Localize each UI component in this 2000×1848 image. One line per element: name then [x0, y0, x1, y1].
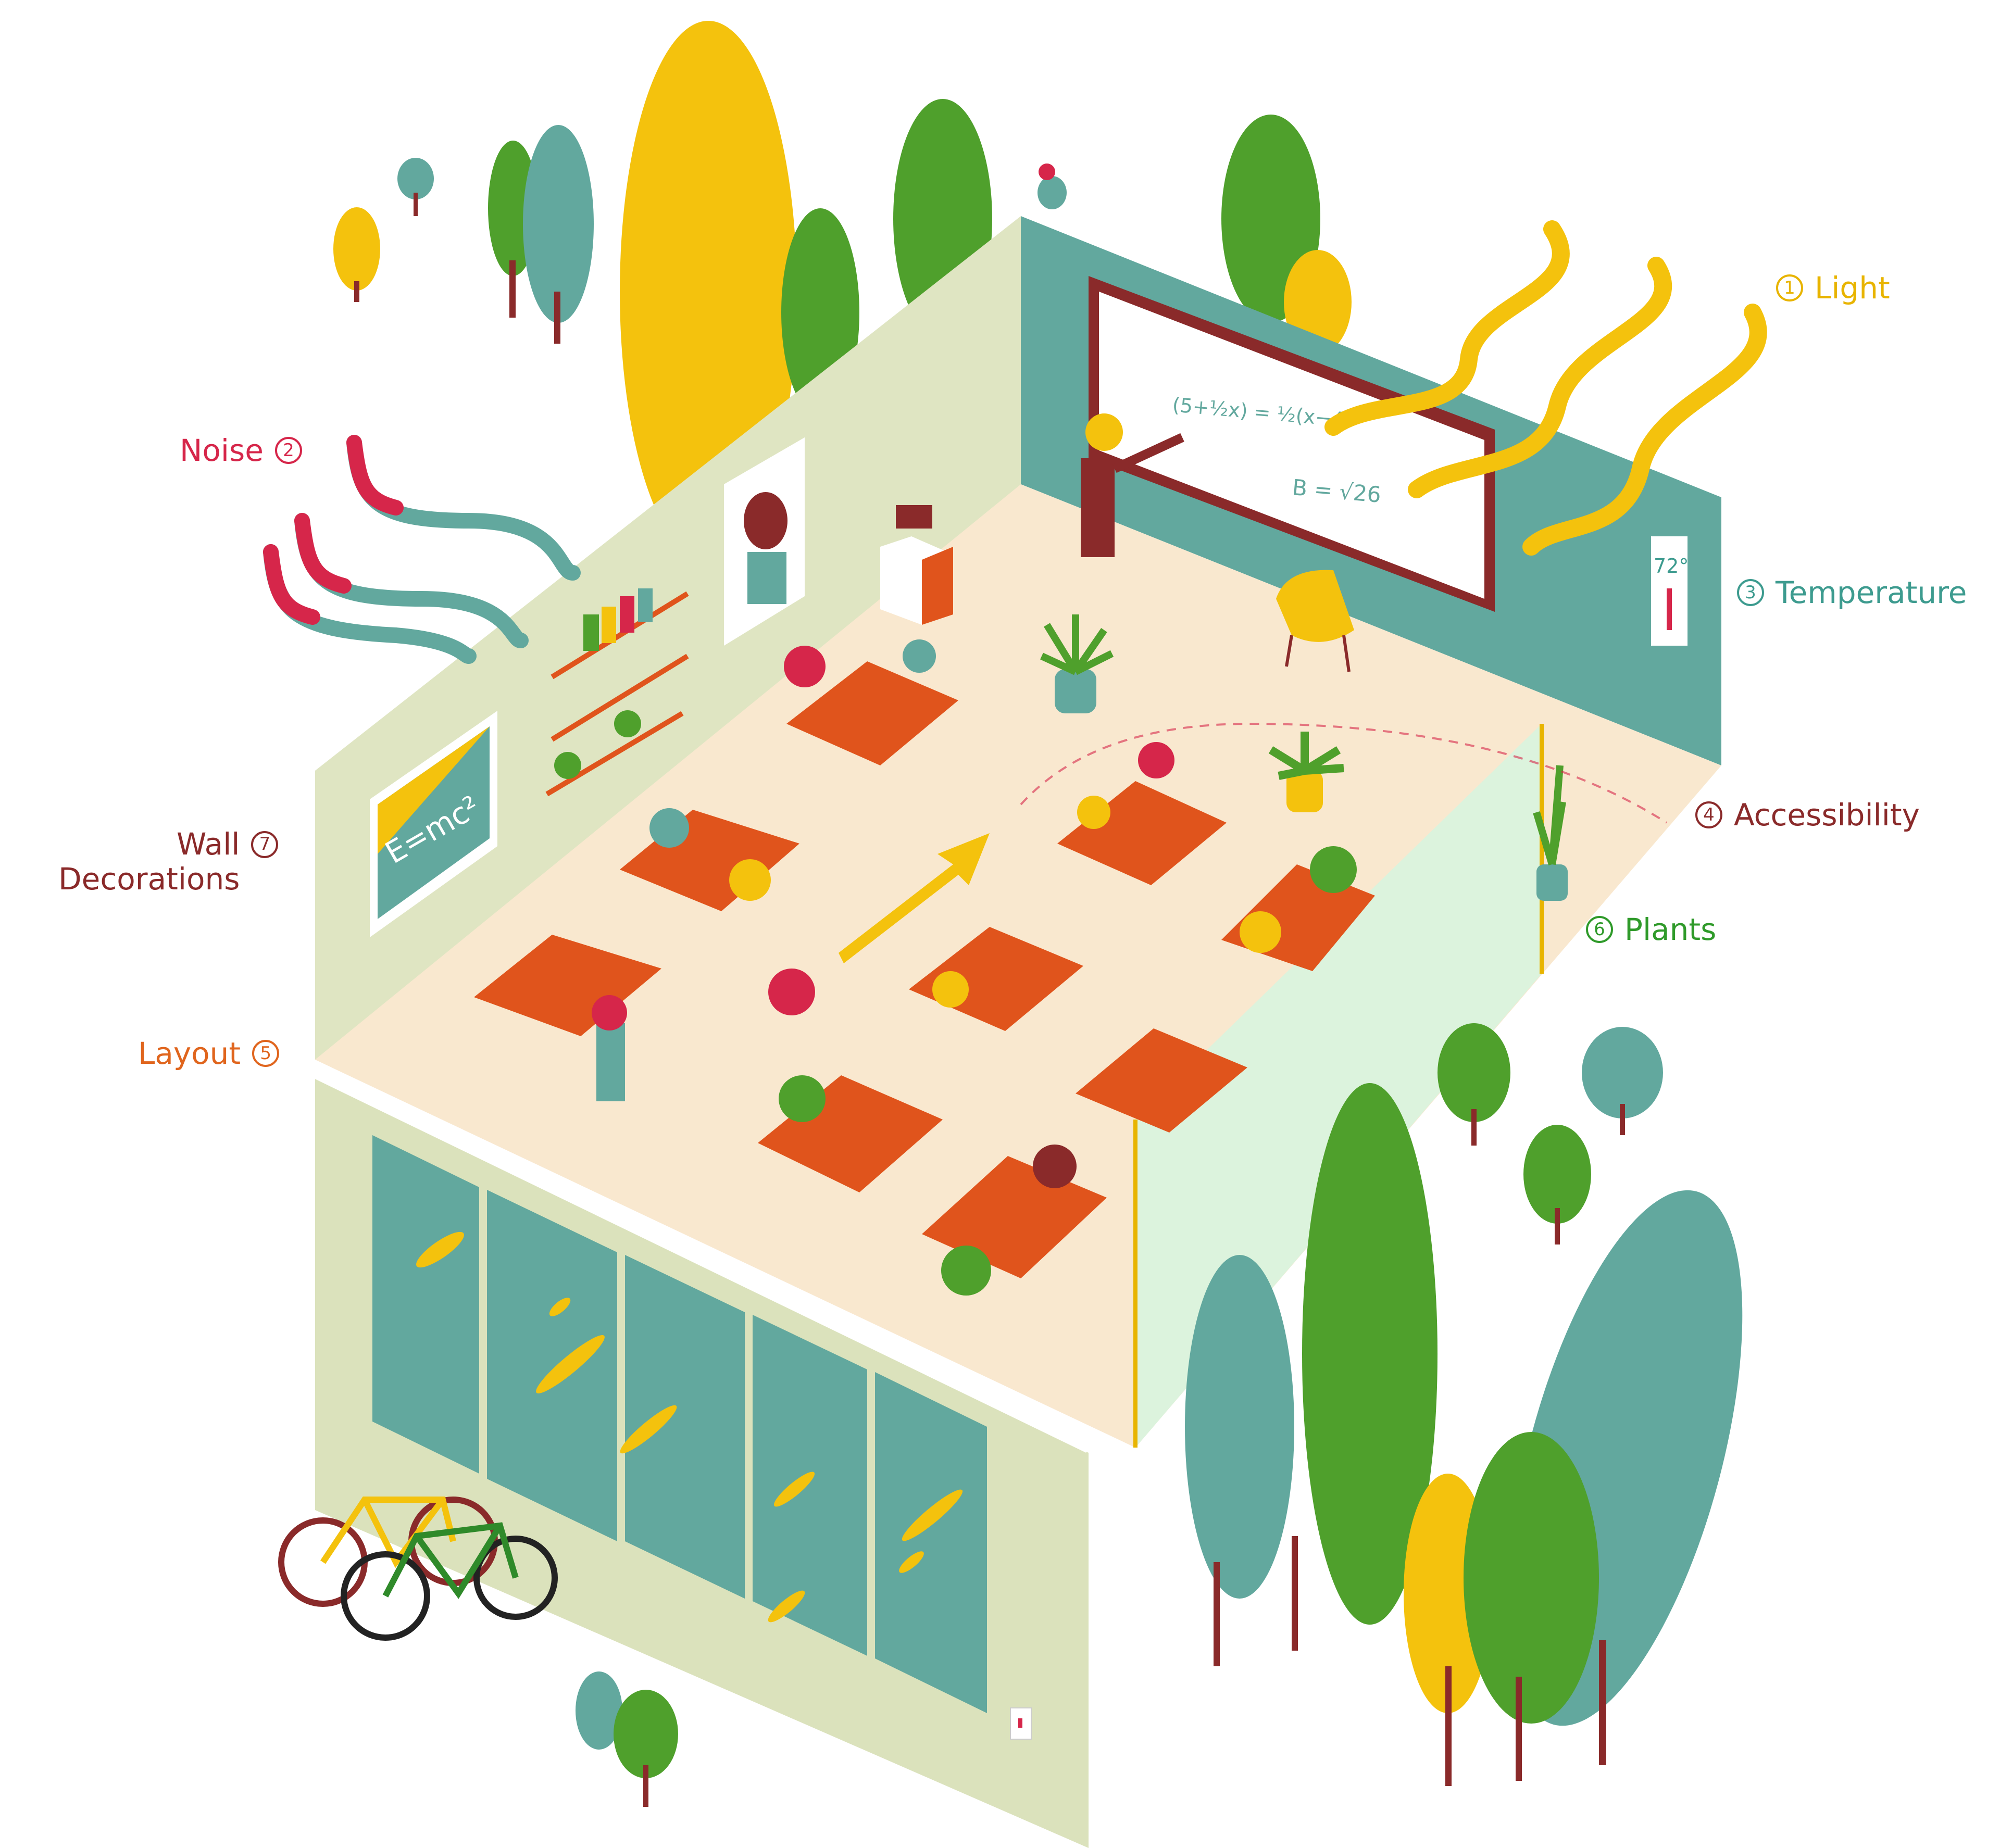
label-temperature: 3 Temperature	[1737, 575, 1967, 610]
wall-shelves	[545, 588, 689, 797]
teacher	[1081, 413, 1184, 557]
cabinet	[880, 505, 953, 625]
label-plants: 6 Plants	[1586, 912, 1716, 947]
label-light-number: 1	[1776, 274, 1803, 302]
portrait-poster	[724, 437, 805, 646]
label-plants-number: 6	[1586, 916, 1613, 944]
room-plants	[1040, 614, 1568, 901]
tree-teal-small	[523, 125, 594, 323]
label-temperature-number: 3	[1737, 579, 1764, 607]
noise-waves	[263, 435, 581, 664]
facade-windows	[372, 1135, 987, 1713]
label-accessibility-number: 4	[1695, 801, 1722, 829]
label-layout: Layout 5	[138, 1036, 280, 1071]
poster-emc2: E=mc²	[370, 711, 497, 937]
label-layout-text: Layout	[138, 1036, 241, 1071]
window-reflections	[416, 1231, 963, 1623]
tree-teal-tiny	[397, 158, 434, 199]
yellow-chair	[1276, 570, 1354, 672]
label-wall-decorations: Wall Decorations 7	[58, 826, 279, 897]
foreground-trees	[576, 1023, 1743, 1807]
label-accessibility-text: Accessibility	[1734, 797, 1920, 833]
label-wall-decorations-line2: Decorations	[58, 861, 240, 897]
label-layout-number: 5	[252, 1040, 280, 1067]
tree-yellow-small	[333, 207, 380, 291]
label-light-text: Light	[1815, 270, 1890, 306]
thermometer: 72°	[1651, 536, 1689, 646]
light-rays	[1324, 220, 1767, 556]
students	[592, 639, 1357, 1296]
whiteboard: (5+½x) = ½(x−4) B = √26	[1089, 276, 1495, 612]
bird	[1038, 164, 1067, 209]
label-light: 1 Light	[1776, 271, 1890, 306]
label-noise: Noise 2	[180, 433, 302, 468]
label-noise-number: 2	[274, 437, 302, 464]
layout-arrow	[839, 833, 990, 963]
label-accessibility: 4 Accessibility	[1695, 798, 1920, 833]
label-wall-decorations-line1: Wall	[177, 826, 240, 862]
thermometer-value: 72°	[1654, 555, 1689, 577]
tree-yellow-back	[1284, 250, 1352, 354]
label-noise-text: Noise	[180, 433, 264, 468]
label-wall-decorations-number: 7	[251, 831, 279, 858]
background-trees	[333, 21, 1352, 562]
label-temperature-text: Temperature	[1776, 575, 1967, 610]
label-plants-text: Plants	[1624, 912, 1717, 947]
accessibility-path	[1020, 722, 1668, 824]
bicycles	[278, 1497, 558, 1641]
